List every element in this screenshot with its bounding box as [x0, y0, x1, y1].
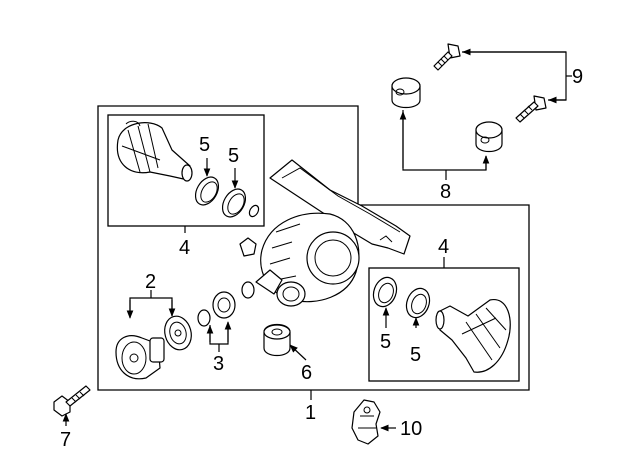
- mount-bushing-bottom-icon: [475, 121, 503, 153]
- callout-2: 2: [145, 271, 156, 293]
- callout-1: 1: [305, 402, 316, 424]
- flange-seal-icon: [164, 315, 192, 351]
- cv-joint-boot-right-icon: [435, 299, 511, 373]
- callout-5-right-b: 5: [410, 344, 421, 366]
- mount-bolt-top-icon: [433, 43, 461, 71]
- snap-ring-right-2-icon: [405, 287, 431, 319]
- callout-8: 8: [440, 181, 451, 203]
- callout-5-left-a: 5: [199, 134, 210, 156]
- main-assembly-outline: [97, 105, 530, 391]
- callout-9: 9: [572, 66, 583, 88]
- snap-ring-left-1-icon: [194, 176, 220, 206]
- callout-10: 10: [400, 418, 422, 440]
- washer-icon: [197, 281, 255, 327]
- mount-bracket-icon: [351, 399, 381, 445]
- cv-joint-boot-left-icon: [116, 120, 193, 182]
- callout-3: 3: [213, 353, 224, 375]
- callout-5-right-a: 5: [380, 331, 391, 353]
- left-cv-kit-box: [107, 114, 265, 227]
- callout-4-left: 4: [179, 237, 190, 259]
- mount-bolt-bottom-icon: [515, 95, 547, 123]
- bolt-icon: [53, 385, 91, 417]
- callout-7: 7: [60, 429, 71, 451]
- callout-6: 6: [301, 362, 312, 384]
- differential-housing-icon: [239, 159, 411, 307]
- mount-bushing-top-icon: [391, 77, 421, 109]
- snap-ring-right-1-icon: [372, 276, 398, 308]
- snap-ring-left-2-icon: [221, 188, 247, 218]
- callout-4-right: 4: [438, 236, 449, 258]
- bushing-icon: [263, 323, 291, 357]
- small-o-ring-icon: [248, 204, 260, 218]
- drive-flange-icon: [115, 335, 165, 380]
- callout-5-left-b: 5: [228, 145, 239, 167]
